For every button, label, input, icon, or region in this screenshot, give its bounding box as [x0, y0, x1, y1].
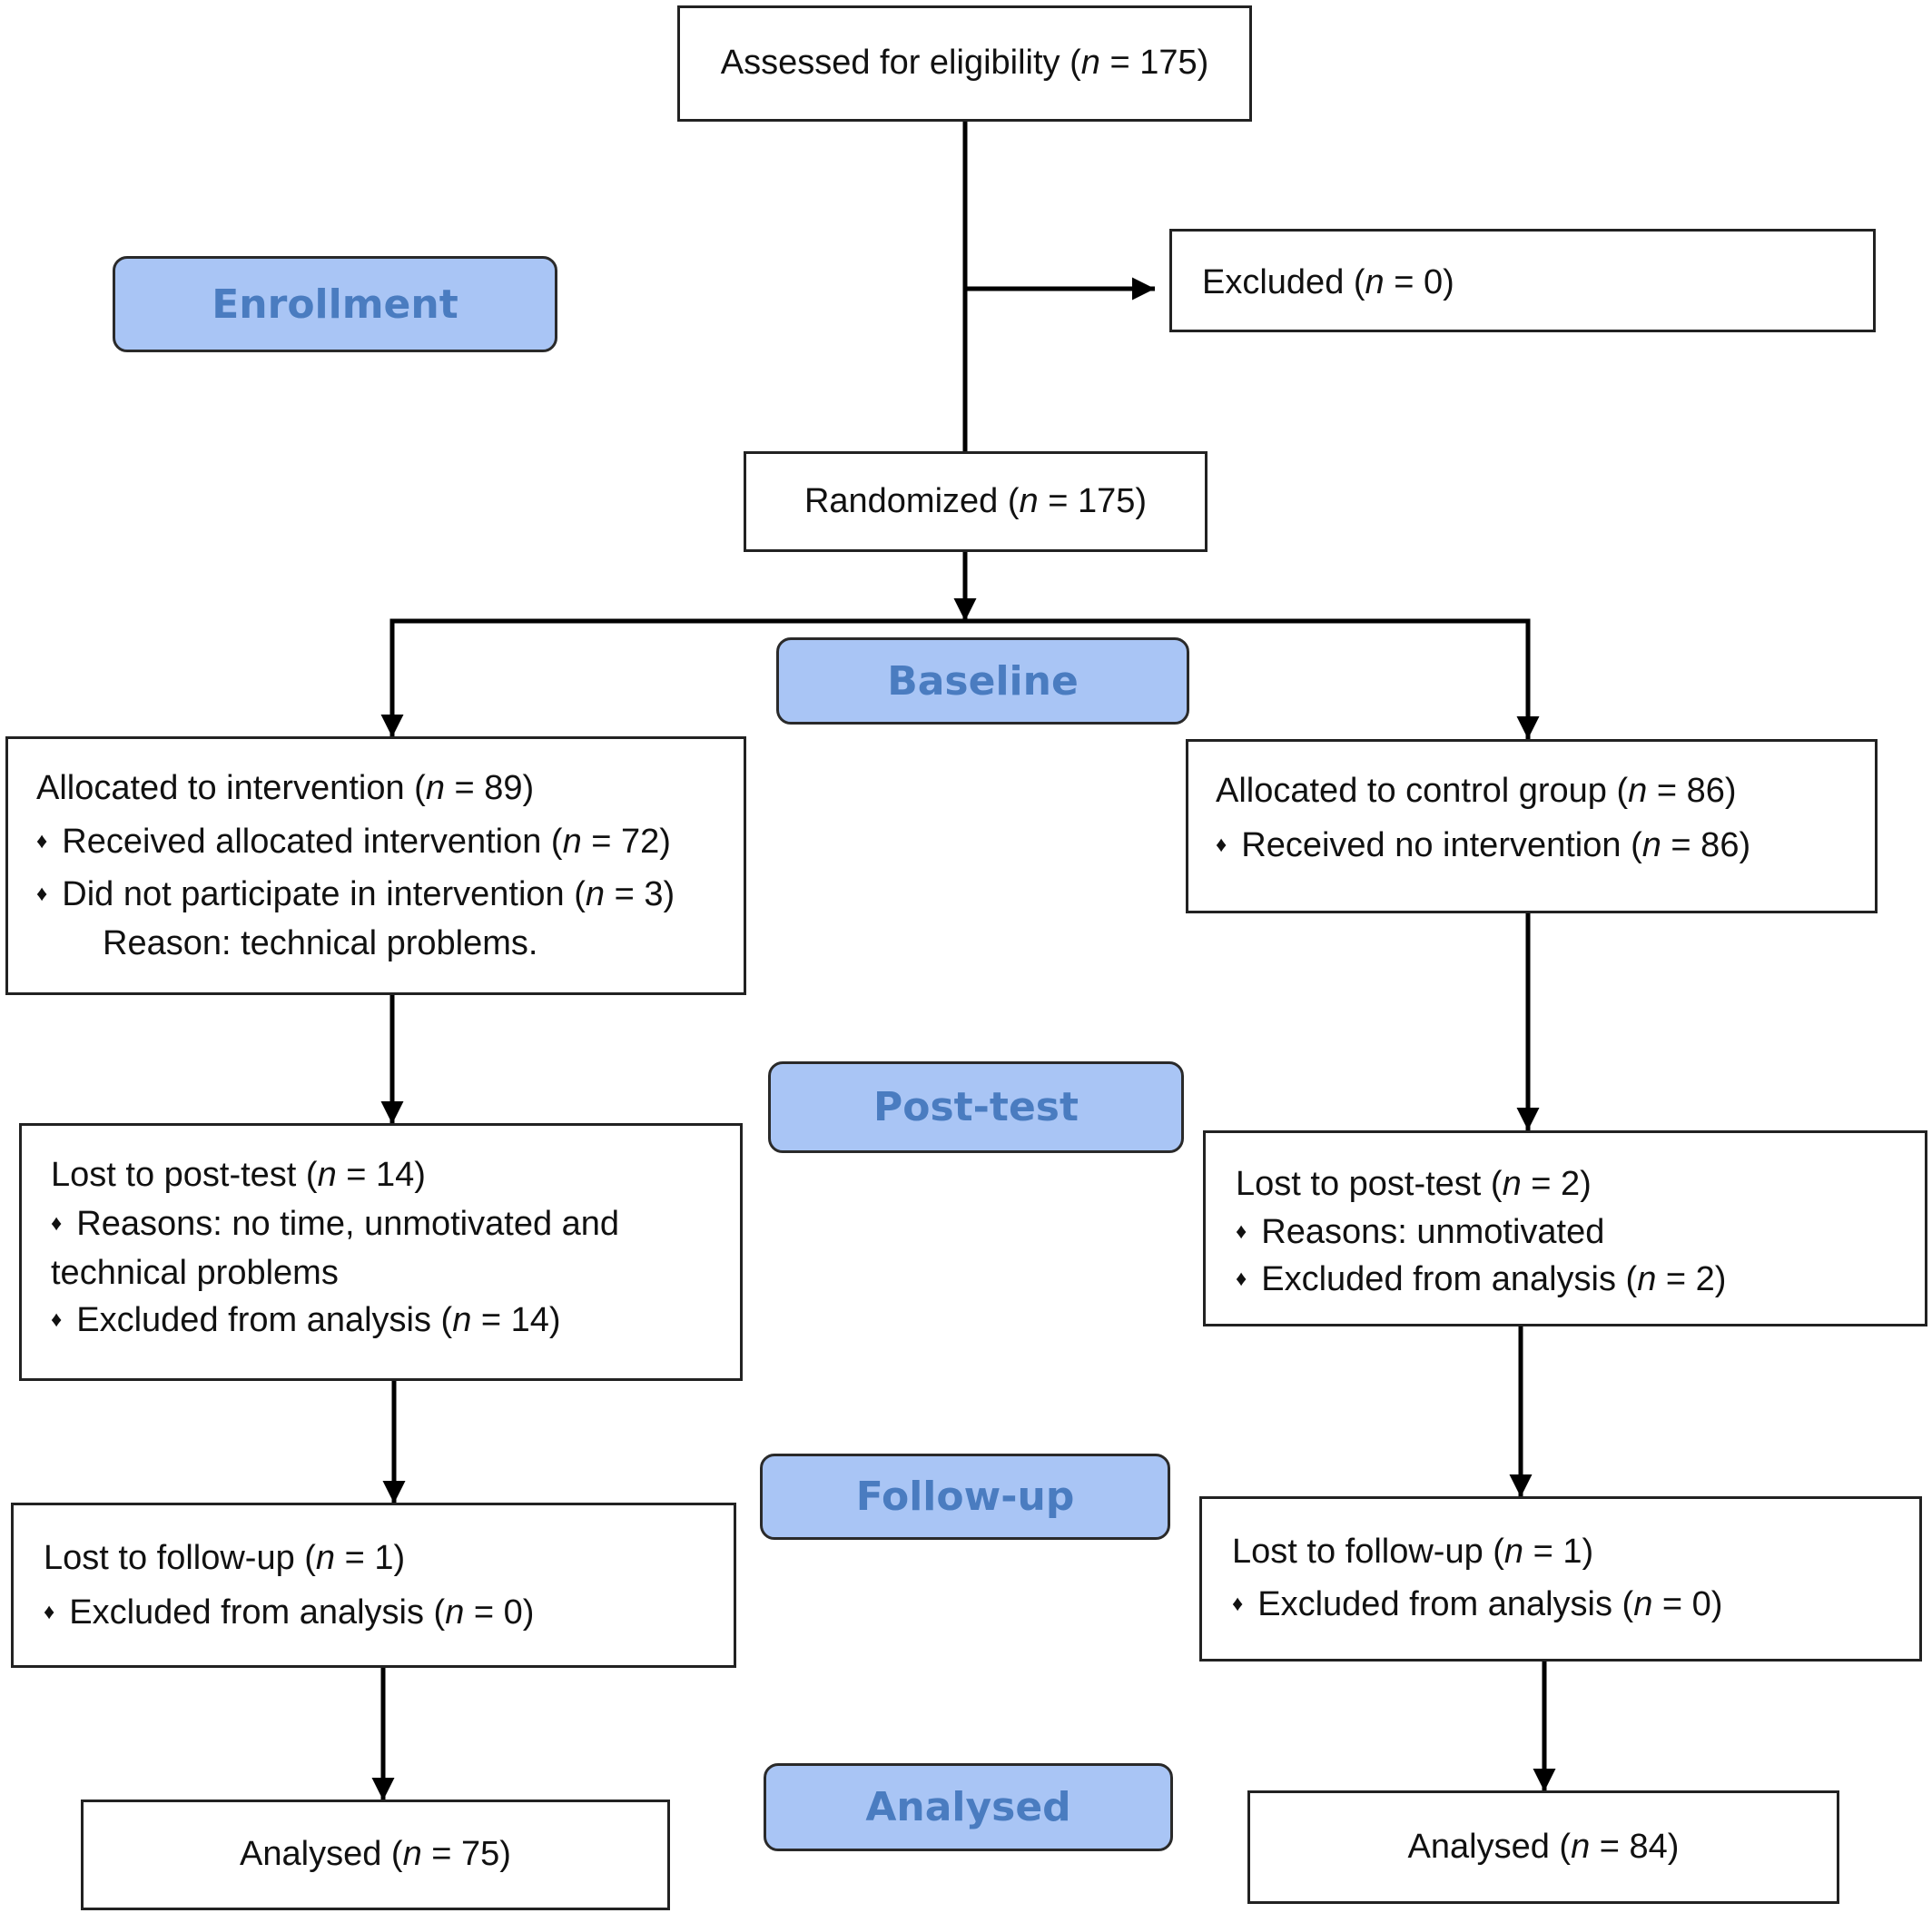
excluded-box: Excluded (n = 0)	[1169, 229, 1876, 332]
control-allocation-box: Allocated to control group (n = 86) Rece…	[1186, 739, 1878, 913]
assessed-text: Assessed for eligibility (n = 175)	[720, 44, 1209, 83]
assessed-box: Assessed for eligibility (n = 175)	[677, 5, 1252, 122]
intervention-posttest-reasons-cont-line: technical problems	[51, 1254, 339, 1292]
control-posttest-reasons-line: Reasons: unmotivated	[1236, 1208, 1604, 1257]
control-analysed-box: Analysed (n = 84)	[1247, 1790, 1839, 1904]
intervention-reason-line: Reason: technical problems.	[103, 924, 538, 962]
intervention-posttest-box: Lost to post-test (n = 14) Reasons: no t…	[19, 1123, 743, 1381]
intervention-lost-posttest-line: Lost to post-test (n = 14)	[51, 1156, 426, 1194]
stage-enrollment: Enrollment	[113, 256, 557, 352]
intervention-not-participate-line: Did not participate in intervention (n =…	[36, 871, 675, 919]
intervention-followup-box: Lost to follow-up (n = 1) Excluded from …	[11, 1503, 736, 1668]
intervention-received-line: Received allocated intervention (n = 72)	[36, 818, 671, 866]
control-allocated-line: Allocated to control group (n = 86)	[1216, 772, 1737, 810]
intervention-posttest-excluded-line: Excluded from analysis (n = 14)	[51, 1297, 560, 1345]
stage-post-test: Post-test	[768, 1061, 1184, 1153]
control-received-line: Received no intervention (n = 86)	[1216, 822, 1750, 870]
control-posttest-box: Lost to post-test (n = 2) Reasons: unmot…	[1203, 1130, 1927, 1326]
randomized-text: Randomized (n = 175)	[803, 481, 1148, 520]
intervention-lost-followup-line: Lost to follow-up (n = 1)	[44, 1539, 406, 1577]
intervention-followup-excluded-line: Excluded from analysis (n = 0)	[44, 1589, 534, 1637]
intervention-posttest-reasons-line: Reasons: no time, unmotivated and	[51, 1200, 619, 1248]
control-followup-box: Lost to follow-up (n = 1) Excluded from …	[1199, 1496, 1922, 1662]
intervention-allocated-line: Allocated to intervention (n = 89)	[36, 769, 535, 807]
intervention-analysed-text: Analysed (n = 75)	[240, 1835, 511, 1874]
stage-analysed: Analysed	[764, 1763, 1173, 1851]
excluded-text: Excluded (n = 0)	[1202, 263, 1454, 301]
stage-baseline: Baseline	[776, 637, 1189, 725]
intervention-allocation-box: Allocated to intervention (n = 89) Recei…	[5, 736, 746, 995]
control-posttest-excluded-line: Excluded from analysis (n = 2)	[1236, 1256, 1726, 1304]
stage-follow-up: Follow-up	[760, 1454, 1170, 1540]
control-lost-followup-line: Lost to follow-up (n = 1)	[1232, 1533, 1594, 1571]
randomized-box: Randomized (n = 175)	[744, 451, 1208, 552]
control-lost-posttest-line: Lost to post-test (n = 2)	[1236, 1165, 1592, 1203]
control-followup-excluded-line: Excluded from analysis (n = 0)	[1232, 1581, 1722, 1629]
intervention-analysed-box: Analysed (n = 75)	[81, 1800, 670, 1910]
control-analysed-text: Analysed (n = 84)	[1407, 1827, 1680, 1866]
